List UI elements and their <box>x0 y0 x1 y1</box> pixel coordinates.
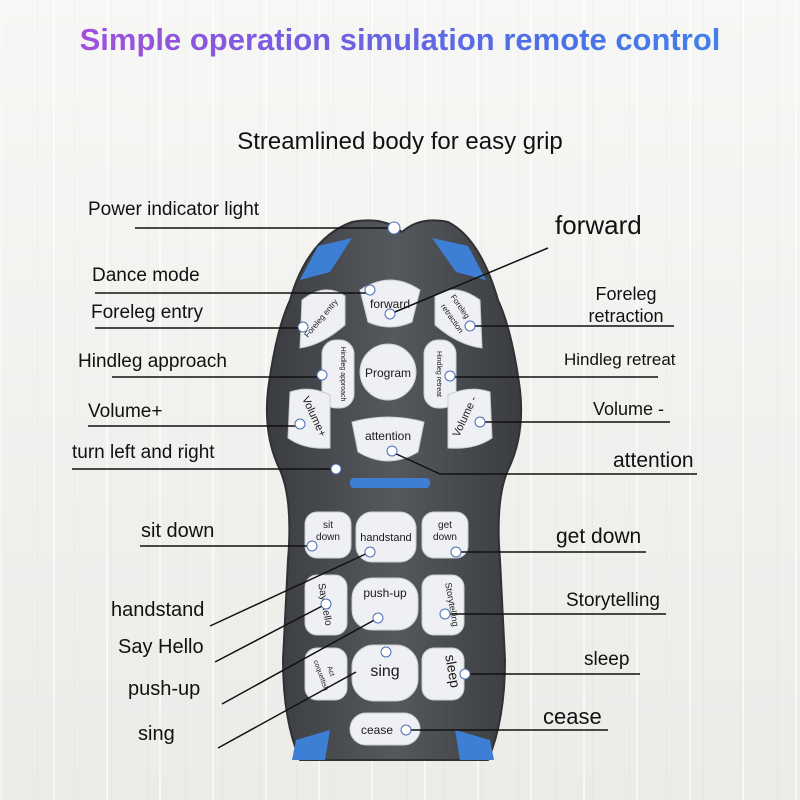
hindleg-retreat-button-label: Hindleg retreat <box>435 351 442 397</box>
handstand-button-label: handstand <box>360 532 411 544</box>
dot-volume-plus <box>294 418 306 430</box>
dot-hindleg-approach <box>316 369 328 381</box>
act-coquettish-button <box>304 647 348 701</box>
foreleg-retraction-button <box>434 289 483 349</box>
callout-sing: sing <box>138 723 175 745</box>
sit-down-button-label-2: down <box>316 532 340 543</box>
callout-turn-left-right: turn left and right <box>72 442 215 463</box>
hindleg-approach-button-label: Hindleg approach <box>339 347 346 402</box>
sleep-button-label: sleep <box>442 653 464 689</box>
get-down-button <box>421 511 469 559</box>
dot-sing <box>380 646 392 658</box>
dot-forward <box>384 308 396 320</box>
cease-button-label: cease <box>361 723 393 737</box>
dot-get-down <box>450 546 462 558</box>
leader-forward <box>389 247 549 315</box>
dot-foreleg-retraction <box>464 320 476 332</box>
volume-plus-button <box>287 388 331 449</box>
volume-minus-button <box>447 388 493 449</box>
foreleg-entry-button <box>299 289 346 349</box>
callout-attention: attention <box>613 449 694 472</box>
blue-accent-bottom-left <box>292 730 330 760</box>
callout-cease: cease <box>543 704 602 729</box>
push-up-button-label: push-up <box>363 586 407 600</box>
blue-accent-center <box>350 478 430 488</box>
page-subtitle: Streamlined body for easy grip <box>237 128 563 155</box>
program-button <box>359 343 417 401</box>
dot-dance <box>364 284 376 296</box>
callout-power-indicator: Power indicator light <box>88 199 260 220</box>
leader-say-hello <box>214 603 327 663</box>
callout-forward: forward <box>555 210 642 240</box>
callout-storytelling: Storytelling <box>566 590 660 611</box>
blue-accent-left <box>300 238 352 280</box>
dot-hindleg-retreat <box>444 370 456 382</box>
callout-sleep: sleep <box>584 649 630 670</box>
dot-foreleg-entry <box>297 321 309 333</box>
dot-turn <box>330 463 342 475</box>
callout-handstand: handstand <box>111 599 205 621</box>
cease-button <box>349 712 421 746</box>
blue-accent-right <box>432 238 486 280</box>
leader-sing <box>217 671 357 749</box>
dot-sit-down <box>306 540 318 552</box>
dot-storytelling <box>439 608 451 620</box>
callout-say-hello: Say Hello <box>118 636 204 658</box>
callout-volume-plus: Volume+ <box>88 401 163 422</box>
program-button-label: Program <box>365 366 411 380</box>
dot-volume-minus <box>474 416 486 428</box>
callout-volume-minus: Volume - <box>593 399 665 419</box>
get-down-button-label-1: get <box>438 520 452 531</box>
dot-power <box>387 221 401 235</box>
attention-button-label: attention <box>365 429 411 443</box>
dot-handstand <box>364 546 376 558</box>
dot-sleep <box>459 668 471 680</box>
dot-push-up <box>372 612 384 624</box>
storytelling-button <box>421 574 465 636</box>
sit-down-button-label-1: sit <box>323 520 333 531</box>
leader-push-up <box>221 617 379 705</box>
dot-say-hello <box>320 598 332 610</box>
callout-sit-down: sit down <box>141 520 215 542</box>
callout-push-up: push-up <box>128 678 201 700</box>
get-down-button-label-2: down <box>433 532 457 543</box>
callout-get-down: get down <box>556 525 642 548</box>
callout-foreleg-entry: Foreleg entry <box>91 302 203 323</box>
callout-dance-mode: Dance mode <box>92 265 200 286</box>
forward-button-label: forward <box>370 297 410 311</box>
blue-accent-bottom-right <box>455 730 494 760</box>
callout-hindleg-approach: Hindleg approach <box>78 351 227 372</box>
sing-button-label: sing <box>370 663 399 680</box>
dot-cease <box>400 724 412 736</box>
hindleg-retreat-button <box>423 339 457 409</box>
attention-button <box>351 416 425 462</box>
sing-button <box>351 644 419 702</box>
page-title: Simple operation simulation remote contr… <box>0 22 800 58</box>
leader-handstand <box>209 551 371 627</box>
leader-attention <box>391 451 697 475</box>
callout-hindleg-retreat: Hindleg retreat <box>564 350 676 369</box>
push-up-button <box>351 577 419 631</box>
dot-attention <box>386 445 398 457</box>
act-coquettish-button-label-1: Act <box>325 666 335 678</box>
callout-foreleg-retraction: Foreleg retraction <box>588 284 664 326</box>
